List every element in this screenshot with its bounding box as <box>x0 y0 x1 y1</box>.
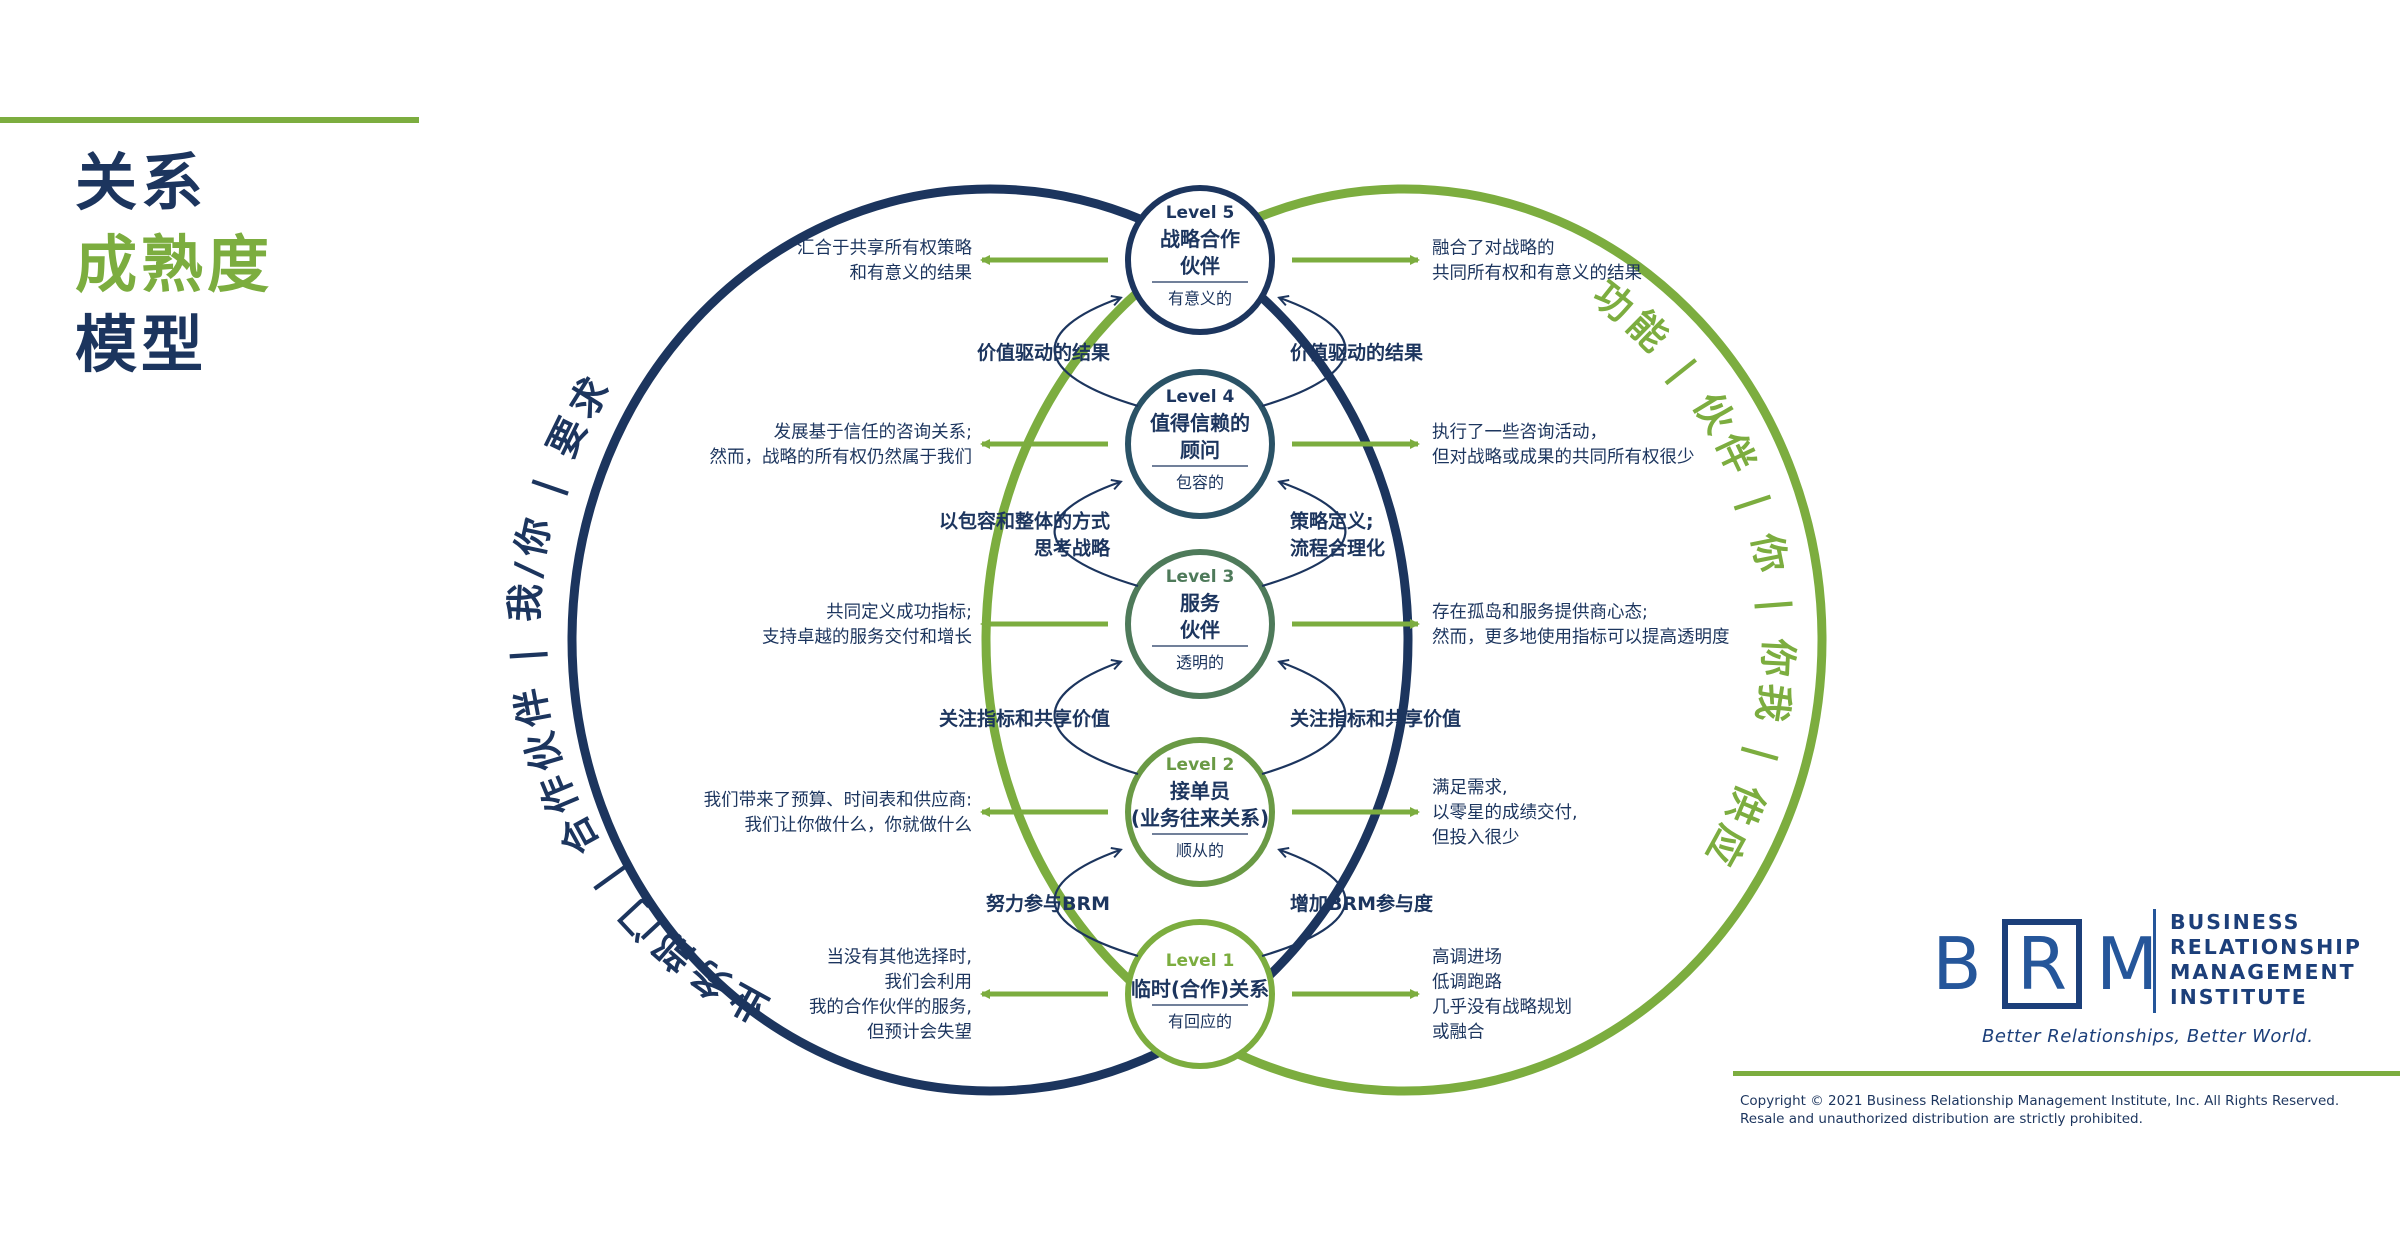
level-label: Level 4 <box>1166 387 1235 407</box>
transition-left-label: 努力参与BRM <box>986 892 1110 915</box>
level-name: 战略合作 <box>1160 227 1240 251</box>
level-descriptor: 有回应的 <box>1168 1012 1232 1031</box>
logo-divider <box>2153 909 2156 1013</box>
level-descriptor: 包容的 <box>1176 473 1224 492</box>
right-progression-arrow <box>1261 298 1347 408</box>
level-name: 服务 <box>1180 591 1221 615</box>
logo-name-line: BUSINESS <box>2170 910 2301 934</box>
level-right-description: 执行了一些咨询活动，但对战略或成果的共同所有权很少 <box>1432 423 1695 468</box>
transition-right-label: 关注指标和共享价值 <box>1290 707 1461 730</box>
right-progression-arrow <box>1261 662 1347 776</box>
copyright-notice: Copyright © 2021 Business Relationship M… <box>1740 1092 2339 1128</box>
title-line-2: 成熟度 <box>75 228 274 301</box>
right-progression-arrow <box>1261 482 1347 588</box>
level-label: Level 3 <box>1166 567 1235 587</box>
level-left-description: 当没有其他选择时,我们会利用我的合作伙伴的服务,但预计会失望 <box>809 948 972 1043</box>
right-ellipse <box>981 184 1827 1096</box>
level-left-description: 共同定义成功指标;支持卓越的服务交付和增长 <box>762 603 972 648</box>
logo-letter-b: B <box>1932 922 1982 1006</box>
transition-right-label: 价值驱动的结果 <box>1290 341 1423 364</box>
level-descriptor: 透明的 <box>1176 653 1224 672</box>
level-name: 伙伴 <box>1180 254 1220 278</box>
level-name: (业务往来关系) <box>1131 806 1269 830</box>
level-left-description: 发展基于信任的咨询关系;然而，战略的所有权仍然属于我们 <box>710 423 973 468</box>
logo-letter-r-box: R <box>2002 919 2082 1009</box>
footer-accent-rule <box>1733 1071 2400 1076</box>
level-right-description: 满足需求,以零星的成绩交付,但投入很少 <box>1432 778 1578 848</box>
level-transition: 价值驱动的结果 价值驱动的结果 <box>977 298 1423 408</box>
copyright-line-1: Copyright © 2021 Business Relationship M… <box>1740 1093 2340 1109</box>
level-name: 临时(合作)关系 <box>1131 977 1269 1001</box>
logo-tagline: Better Relationships, Better World. <box>1982 1026 2314 1047</box>
level-ring <box>1125 919 1275 1069</box>
level-descriptor: 顺从的 <box>1176 841 1224 860</box>
level-ring <box>1125 549 1275 699</box>
right-progression-arrow <box>1261 850 1347 958</box>
right-arc-label: 功能 | 伙伴 | 你 | 你我 | 供应 <box>1585 272 1801 878</box>
copyright-line-2: Resale and unauthorized distribution are… <box>1740 1111 2143 1127</box>
level-right-description: 高调进场低调跑路几乎没有战略规划或融合 <box>1432 948 1572 1043</box>
transition-right-label: 增加BRM参与度 <box>1290 892 1434 915</box>
left-progression-arrow <box>1053 850 1139 958</box>
transition-left-label: 关注指标和共享价值 <box>939 707 1110 730</box>
logo-name-line: RELATIONSHIP <box>2170 935 2362 959</box>
left-progression-arrow <box>1053 298 1139 408</box>
title-line-3: 模型 <box>75 308 208 381</box>
logo-letter-m: M <box>2095 922 2159 1006</box>
logo-name-line: MANAGEMENT <box>2170 960 2356 984</box>
level-ring <box>1125 369 1275 519</box>
left-progression-arrow <box>1053 482 1139 588</box>
title-accent-rule <box>0 117 419 123</box>
level-descriptor: 有意义的 <box>1168 289 1232 308</box>
transition-left-label: 价值驱动的结果 <box>977 341 1110 364</box>
level-name: 值得信赖的 <box>1150 411 1250 435</box>
left-ellipse <box>567 184 1413 1096</box>
level-ring <box>1125 185 1275 335</box>
level-left-description: 我们带来了预算、时间表和供应商:我们让你做什么，你就做什么 <box>704 791 972 836</box>
transition-left-label: 以包容和整体的方式思考战略 <box>939 510 1111 560</box>
transition-right-label: 策略定义;流程合理化 <box>1290 510 1385 560</box>
level-node: Level 2 接单员 (业务往来关系) 顺从的 我们带来了预算、时间表和供应商:我们让… <box>704 737 1578 887</box>
level-name: 接单员 <box>1170 779 1230 803</box>
level-right-description: 融合了对战略的共同所有权和有意义的结果 <box>1432 239 1642 284</box>
level-label: Level 5 <box>1166 203 1235 223</box>
logo-letter-r: R <box>2016 922 2068 1006</box>
level-name: 伙伴 <box>1180 618 1220 642</box>
brm-logo: B R M <box>1922 914 2162 1014</box>
title-line-1: 关系 <box>75 146 208 219</box>
logo-name-line: INSTITUTE <box>2170 985 2308 1009</box>
level-label: Level 1 <box>1166 951 1235 971</box>
left-progression-arrow <box>1053 662 1139 776</box>
level-transition: 努力参与BRM 增加BRM参与度 <box>986 850 1434 958</box>
level-right-description: 存在孤岛和服务提供商心态;然而，更多地使用指标可以提高透明度 <box>1432 603 1730 648</box>
level-name: 顾问 <box>1180 438 1220 462</box>
level-left-description: 汇合于共享所有权策略和有意义的结果 <box>797 239 972 284</box>
logo-organization-name: BUSINESS RELATIONSHIP MANAGEMENT INSTITU… <box>2170 910 2362 1010</box>
level-transition: 关注指标和共享价值 关注指标和共享价值 <box>939 662 1461 776</box>
level-transition: 以包容和整体的方式思考战略 策略定义;流程合理化 <box>939 482 1385 588</box>
level-ring <box>1125 737 1275 887</box>
level-label: Level 2 <box>1166 755 1235 775</box>
